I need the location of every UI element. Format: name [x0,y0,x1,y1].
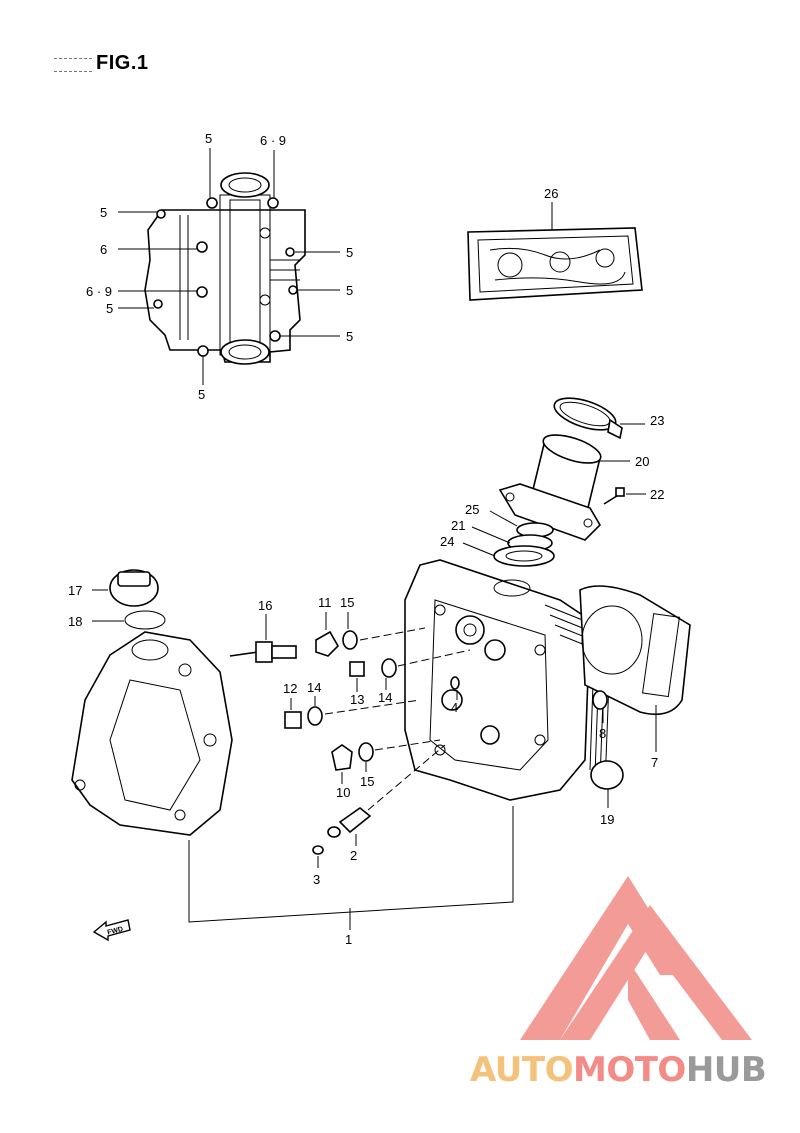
callout-top-5c: 5 [346,245,353,260]
head-gasket-parts: 8 7 19 [579,585,691,827]
callout-top-6-9b: 6 · 9 [86,284,112,299]
callout-4: 4 [451,700,458,715]
callout-15b: 15 [360,774,374,789]
callout-23: 23 [650,413,664,428]
figure-title-dash [54,58,92,72]
callout-13: 13 [350,692,364,707]
callout-top-5f: 5 [346,329,353,344]
watermark-logo [520,876,752,1040]
small-parts: 16 11 15 12 14 13 14 4 10 [229,595,471,887]
fwd-arrow-icon: FWD [92,919,131,942]
callout-16: 16 [258,598,272,613]
callout-top-5e: 5 [106,301,113,316]
callout-14b: 14 [378,690,392,705]
figure-title: FIG.1 [96,52,149,74]
callout-3: 3 [313,872,320,887]
callout-8: 8 [599,726,606,741]
callout-18: 18 [68,614,82,629]
callout-top-6: 6 [100,242,107,257]
side-cover: 17 18 [68,569,233,836]
gasket-set: 26 [467,186,643,301]
callout-20: 20 [635,454,649,469]
callout-1: 1 [345,932,352,947]
brand-watermark: AUTOMOTOHUB [470,1050,767,1090]
callout-top-5b: 5 [100,205,107,220]
brand-auto: AUTO [470,1050,573,1090]
callout-top-5a: 5 [205,131,212,146]
callout-19: 19 [600,812,614,827]
callout-15a: 15 [340,595,354,610]
callout-21: 21 [451,518,465,533]
callout-26: 26 [544,186,558,201]
callout-top-5d: 5 [346,283,353,298]
callout-7: 7 [651,755,658,770]
callout-17: 17 [68,583,82,598]
assembly-bracket: 1 [188,806,514,947]
brand-moto: MOTO [572,1050,686,1090]
brand-hub: HUB [685,1050,767,1090]
intake-assembly: 23 20 22 25 21 24 [440,397,664,567]
cylinder-head-top-view: 5 6 · 9 5 6 5 6 · 9 5 5 5 5 [86,131,353,402]
callout-14a: 14 [307,680,321,695]
callout-top-6-9a: 6 · 9 [260,133,286,148]
callout-top-5g: 5 [198,387,205,402]
callout-11: 11 [318,595,332,610]
callout-25: 25 [465,502,479,517]
callout-22: 22 [650,487,664,502]
callout-12: 12 [283,681,297,696]
callout-2: 2 [350,848,357,863]
callout-10: 10 [336,785,350,800]
callout-24: 24 [440,534,454,549]
fwd-label: FWD [107,926,124,937]
cylinder-head [404,559,611,801]
